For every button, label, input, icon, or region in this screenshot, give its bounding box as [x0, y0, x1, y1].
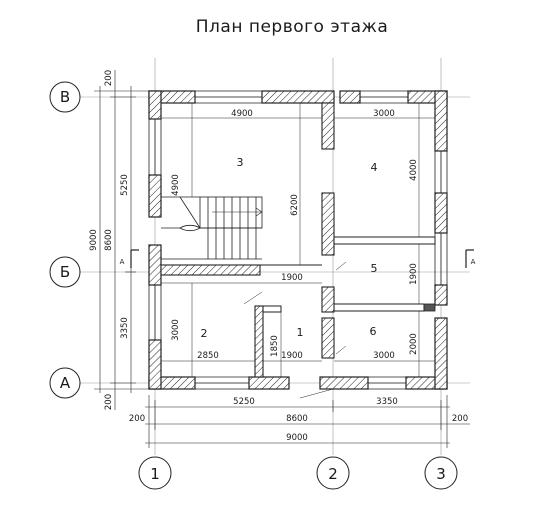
dim-room2-width: 2850 — [197, 351, 219, 361]
vent-block — [423, 303, 436, 312]
dim-room4-height: 4000 — [409, 159, 419, 181]
dim-hall-height: 1850 — [270, 335, 280, 357]
room-1-label: 1 — [297, 326, 304, 339]
dim-bottom-right: 3350 — [376, 397, 398, 407]
section-cut-marks — [130, 249, 474, 268]
dim-hall-width: 1900 — [281, 351, 303, 361]
dim-room3-height: 4900 — [171, 174, 181, 196]
staircase — [161, 196, 263, 260]
dim-bottom-total: 9000 — [286, 433, 308, 443]
dim-left-top-offset: 200 — [104, 70, 114, 86]
dim-room3-width: 4900 — [231, 109, 253, 119]
dim-room6-height: 2000 — [409, 333, 419, 355]
room-3-label: 3 — [237, 156, 244, 169]
axis-bubbles — [49, 81, 458, 490]
dim-left-axes: 8600 — [104, 229, 114, 251]
dim-bottom-offset-left: 200 — [129, 414, 145, 424]
plan-title: План первого этажа — [196, 17, 389, 37]
window-lines — [148, 90, 448, 390]
room-5-label: 5 — [371, 262, 378, 275]
dim-bottom-offset-right: 200 — [452, 414, 468, 424]
dim-bottom-left: 5250 — [233, 397, 255, 407]
dim-room4-width: 3000 — [373, 109, 395, 119]
left-dim-lines — [94, 70, 160, 410]
axis-label-1: 1 — [150, 465, 160, 483]
dim-left-lower: 3350 — [120, 317, 130, 339]
axis-lines — [80, 58, 470, 455]
dim-room6-width: 3000 — [373, 351, 395, 361]
axis-label-2: 2 — [328, 465, 338, 483]
dim-left-bottom-offset: 200 — [104, 394, 114, 410]
outer-walls — [148, 90, 448, 390]
section-mark-left: А — [120, 258, 125, 266]
room-4-label: 4 — [371, 161, 378, 174]
interior-walls — [160, 102, 335, 378]
bottom-dim-lines — [145, 395, 470, 448]
axis-label-v: В — [60, 88, 70, 106]
room-6-label: 6 — [370, 325, 377, 338]
dim-room5-height: 1900 — [409, 263, 419, 285]
room-2-label: 2 — [201, 327, 208, 340]
dim-room2-height: 3000 — [171, 319, 181, 341]
dim-stair-span: 6200 — [290, 194, 300, 216]
dim-bottom-axes: 8600 — [286, 414, 308, 424]
axis-label-3: 3 — [436, 465, 446, 483]
axis-label-b: Б — [60, 263, 70, 281]
dim-left-upper: 5250 — [120, 174, 130, 196]
inner-dim-lines — [161, 103, 435, 399]
dim-corridor-width: 1900 — [281, 273, 303, 283]
section-mark-right: А — [471, 258, 476, 266]
axis-label-a: А — [60, 374, 71, 392]
dim-left-total: 9000 — [89, 229, 99, 251]
